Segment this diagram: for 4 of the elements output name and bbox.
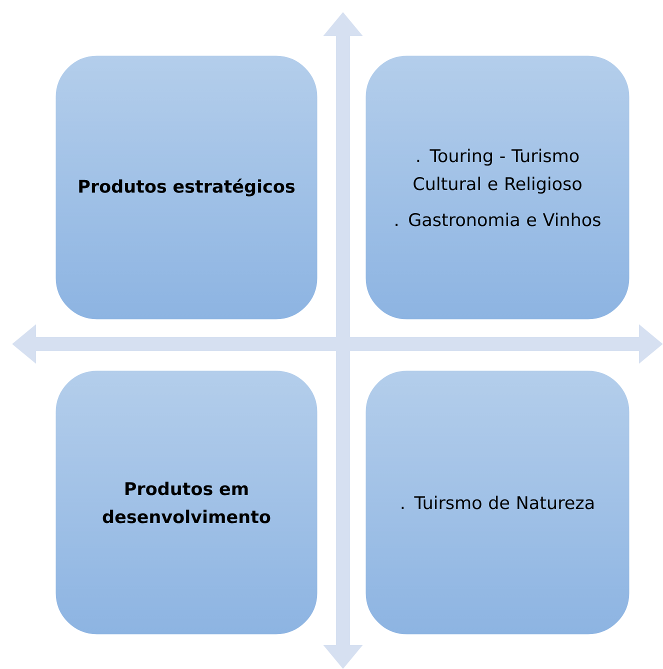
product-box: . Touring - Turismo Cultural e Religioso . Gastronomia e Vinhos bbox=[364, 54, 631, 321]
category-box: Produtos em desenvolvimento bbox=[54, 369, 319, 636]
category-box: Produtos estratégicos bbox=[54, 54, 319, 321]
product-box: . Tuirsmo de Natureza bbox=[364, 369, 631, 636]
